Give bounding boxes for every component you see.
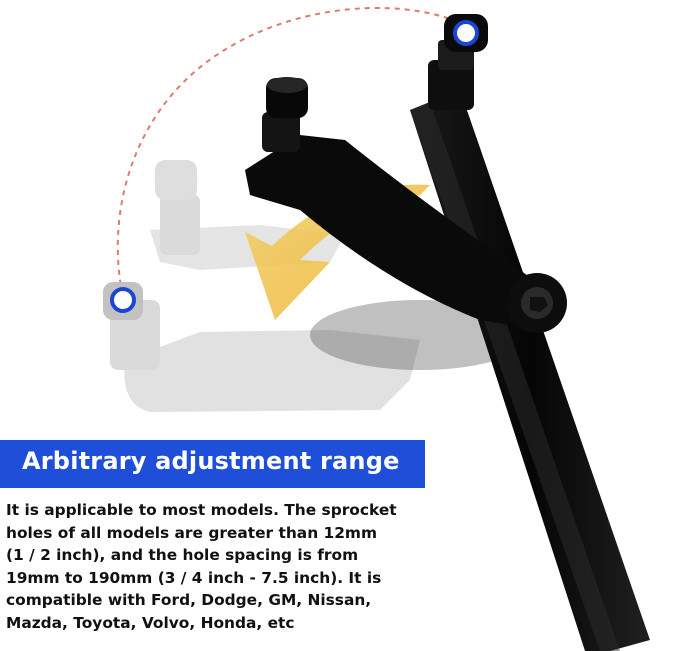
- ghost-pin-highlight-ring: [110, 287, 136, 313]
- rotation-arrow: [245, 184, 430, 320]
- right-pin: [428, 14, 488, 110]
- banner-title: Arbitrary adjustment range: [22, 447, 400, 475]
- pivot-bolt: [507, 273, 567, 333]
- description-line: holes of all models are greater than 12m…: [6, 523, 377, 542]
- feature-description: It is applicable to most models. The spr…: [6, 499, 626, 635]
- description-line: 19mm to 190mm (3 / 4 inch - 7.5 inch). I…: [6, 568, 382, 587]
- curved-adjustable-arm: [245, 135, 560, 330]
- pin-highlight-ring: [453, 20, 479, 46]
- dashed-rotation-arc: [116, 7, 459, 293]
- feature-banner: Arbitrary adjustment range: [0, 440, 425, 488]
- ghost-pin: [103, 282, 143, 320]
- left-pin: [262, 77, 308, 152]
- description-line: (1 / 2 inch), and the hole spacing is fr…: [6, 546, 359, 565]
- description-line: compatible with Ford, Dodge, GM, Nissan,: [6, 591, 372, 610]
- description-line: It is applicable to most models. The spr…: [6, 501, 397, 519]
- description-line: Mazda, Toyota, Volvo, Honda, etc: [6, 613, 295, 632]
